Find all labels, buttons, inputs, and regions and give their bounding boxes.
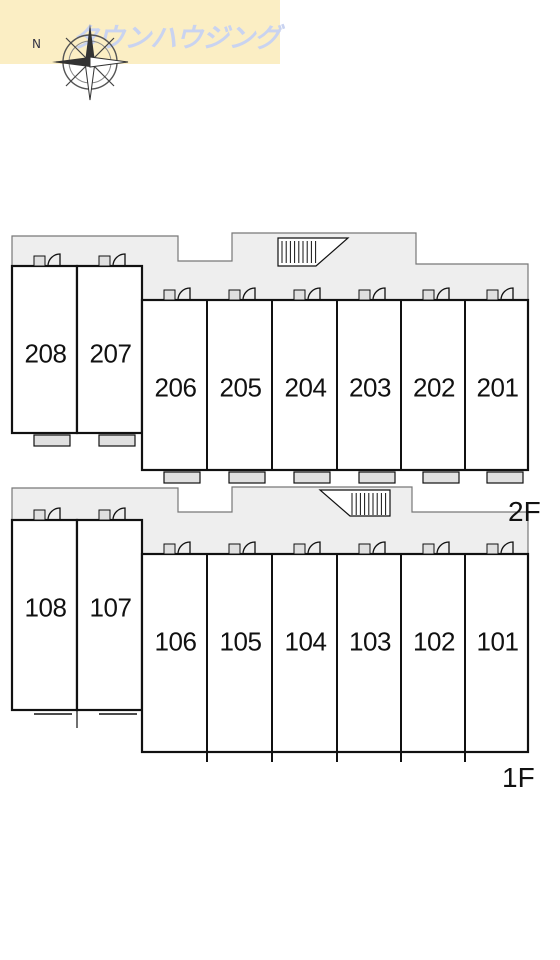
room-207: 207 [89,338,132,369]
room-208: 208 [24,338,67,369]
balcony [293,471,331,484]
floor-plan-2f [10,232,530,484]
room-108: 108 [24,592,67,623]
room-203: 203 [349,372,391,403]
door-swing-icon [242,541,256,555]
door-swing-icon [307,541,321,555]
balcony [422,471,460,484]
door-icon [358,289,371,301]
door-icon [33,255,46,267]
room-104: 104 [284,626,327,657]
door-swing-icon [372,541,386,555]
door-icon [33,509,46,521]
floor-label-1f: 1F [502,762,535,793]
balcony [33,434,71,447]
door-icon [358,543,371,555]
door-icon [486,543,499,555]
door-swing-icon [47,253,61,267]
room-101: 101 [476,626,519,657]
svg-text:N: N [32,37,41,51]
door-swing-icon [177,541,191,555]
balcony [358,471,396,484]
door-swing-icon [436,287,450,301]
room-201: 201 [476,372,519,403]
door-swing-icon [372,287,386,301]
door-swing-icon [112,507,126,521]
door-swing-icon [500,541,514,555]
room-105: 105 [219,626,262,657]
balcony [228,471,266,484]
balcony [98,434,136,447]
door-swing-icon [242,287,256,301]
stairs-icon [318,489,391,517]
room-206: 206 [154,372,197,403]
door-icon [98,509,111,521]
compass-rose-icon: N [32,24,129,101]
balcony [163,471,201,484]
logo-banner: タウンハウジング N [0,0,281,101]
main-block-outline [140,552,530,754]
door-icon [228,543,241,555]
floor-plan-1f [10,486,530,762]
door-swing-icon [177,287,191,301]
door-icon [293,289,306,301]
room-204: 204 [284,372,327,403]
room-202: 202 [413,372,455,403]
door-swing-icon [436,541,450,555]
floor-label-2f: 2F [508,496,541,527]
balcony [486,471,524,484]
door-swing-icon [47,507,61,521]
door-icon [422,543,435,555]
door-swing-icon [307,287,321,301]
room-outline [75,264,144,435]
main-block-outline [140,298,530,472]
room-205: 205 [219,372,262,403]
door-icon [293,543,306,555]
stairs-icon [277,237,350,267]
door-icon [98,255,111,267]
door-icon [163,543,176,555]
door-icon [486,289,499,301]
room-outline [75,518,144,712]
room-102: 102 [413,626,455,657]
room-106: 106 [154,626,197,657]
door-swing-icon [112,253,126,267]
room-outline [10,264,79,435]
door-icon [163,289,176,301]
room-107: 107 [89,592,132,623]
room-103: 103 [349,626,391,657]
door-icon [228,289,241,301]
door-swing-icon [500,287,514,301]
door-icon [422,289,435,301]
